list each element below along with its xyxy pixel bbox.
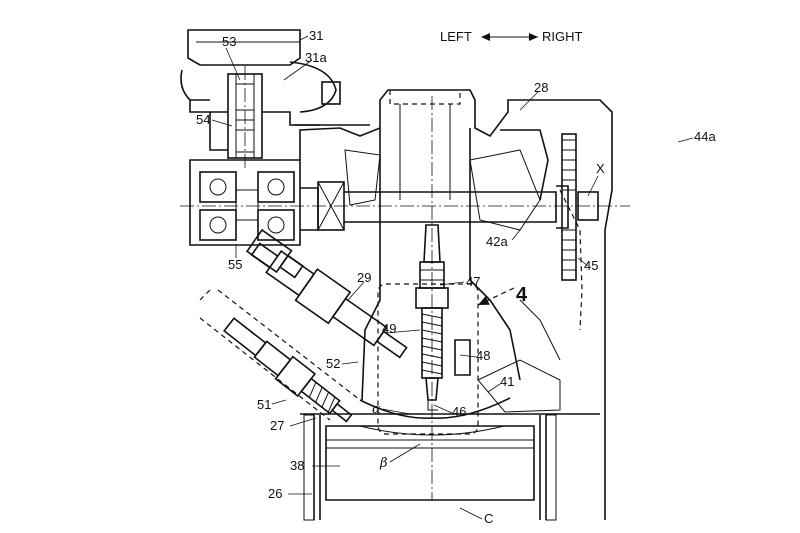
label-beta: β (379, 456, 388, 471)
direction-right-label: RIGHT (542, 29, 583, 44)
label-26: 26 (268, 486, 282, 501)
fuel-injector-29 (245, 230, 414, 368)
label-44a: 44a (694, 129, 716, 144)
label-29: 29 (357, 270, 371, 285)
label-48: 48 (476, 348, 490, 363)
sleeve-52 (200, 290, 360, 420)
label-x: X (596, 161, 605, 176)
cylinder-block-26 (300, 414, 600, 520)
label-alpha: α (372, 402, 381, 417)
label-52: 52 (326, 356, 340, 371)
label-31: 31 (309, 28, 323, 43)
spark-plug-51 (220, 314, 357, 430)
label-45: 45 (584, 258, 598, 273)
combustion-chamber-41 (360, 300, 560, 418)
tensioner-53-54 (210, 66, 320, 170)
label-55: 55 (228, 257, 242, 272)
label-46: 46 (452, 404, 466, 419)
direction-indicator: LEFT RIGHT (440, 29, 583, 44)
label-38: 38 (290, 458, 304, 473)
piston-38 (326, 426, 534, 500)
label-27: 27 (270, 418, 284, 433)
camshaft (344, 186, 568, 228)
label-47: 47 (466, 274, 480, 289)
label-53: 53 (222, 34, 236, 49)
label-28: 28 (534, 80, 548, 95)
direction-left-label: LEFT (440, 29, 472, 44)
label-4: 4 (516, 284, 528, 306)
bearing-housing-55 (190, 160, 344, 245)
label-54: 54 (196, 112, 210, 127)
label-51: 51 (257, 397, 271, 412)
label-c: C (484, 511, 493, 526)
label-49: 49 (382, 321, 396, 336)
label-31a: 31a (305, 50, 327, 65)
leader-lines (212, 36, 693, 519)
cylinder-head-28 (295, 90, 612, 520)
label-41: 41 (500, 374, 514, 389)
label-42a: 42a (486, 234, 508, 249)
spark-plug-well (362, 96, 520, 500)
